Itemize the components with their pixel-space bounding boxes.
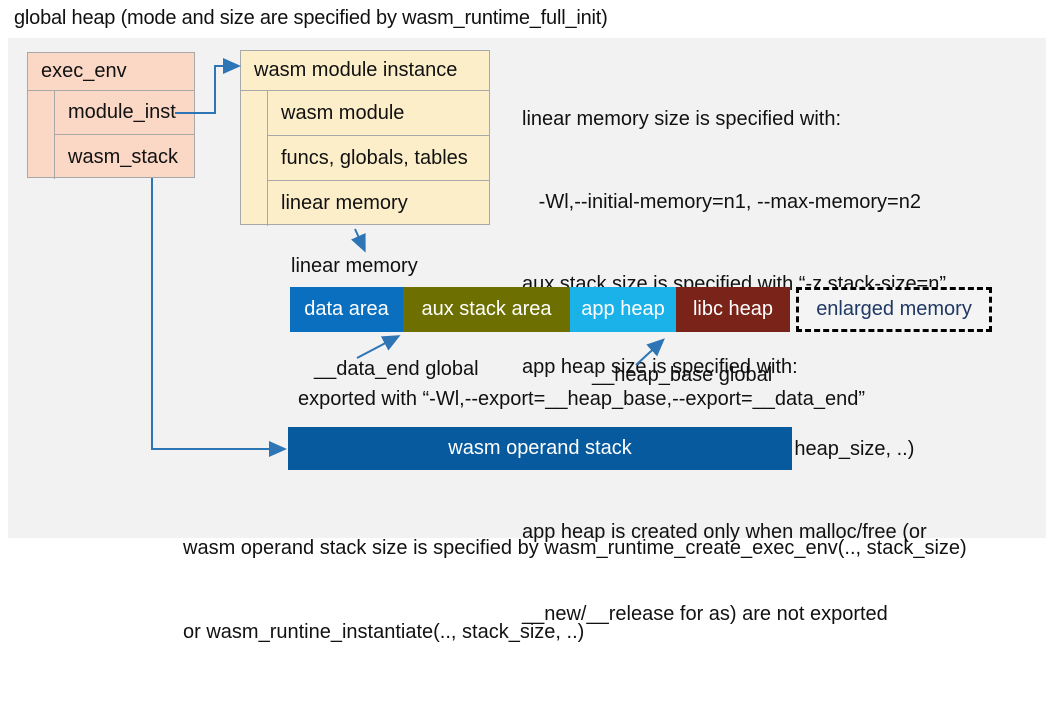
module-instance-box: wasm module instance wasm module funcs, …: [240, 50, 490, 226]
page-title: global heap (mode and size are specified…: [14, 7, 608, 29]
exec-env-row-module-inst: module_inst: [55, 91, 194, 135]
operand-stack-notes: wasm operand stack size is specified by …: [183, 478, 967, 702]
module-instance-row-wasm-module: wasm module: [268, 91, 489, 136]
linear-memory-bar: data area aux stack area app heap libc h…: [290, 287, 992, 332]
linear-memory-label: linear memory: [291, 255, 418, 277]
segment-libc-heap: libc heap: [676, 287, 790, 332]
module-instance-row-funcs-globals-tables: funcs, globals, tables: [268, 136, 489, 181]
segment-data-area: data area: [290, 287, 403, 332]
note-line: -Wl,--initial-memory=n1, --max-memory=n2: [522, 190, 921, 213]
exec-env-rows: module_inst wasm_stack: [54, 91, 194, 179]
note-line: linear memory size is specified with:: [522, 108, 841, 130]
exec-env-box: exec_env module_inst wasm_stack: [27, 52, 195, 179]
module-instance-header: wasm module instance: [241, 51, 489, 91]
exec-env-header: exec_env: [28, 53, 194, 91]
export-note: exported with “-Wl,--export=__heap_base,…: [298, 388, 865, 410]
note-line: app heap is created only when malloc/fre…: [522, 520, 927, 543]
enlarged-memory-box: enlarged memory: [796, 287, 992, 332]
heap-base-global-label: __heap_base global: [592, 364, 773, 386]
diagram-panel: exec_env module_inst wasm_stack wasm mod…: [8, 38, 1046, 643]
note-line: app heap size is specified with:: [522, 355, 798, 378]
module-instance-rows: wasm module funcs, globals, tables linea…: [267, 91, 489, 226]
arrow-data-end-to-boundary: [356, 335, 401, 359]
exec-env-row-wasm-stack: wasm_stack: [68, 145, 179, 168]
data-end-global-label: __data_end global: [314, 358, 479, 380]
module-instance-row-linear-memory: linear memory: [281, 192, 408, 214]
arrow-linear-memory-row-to-bar-label: [350, 228, 366, 253]
segment-aux-stack-area: aux stack area: [403, 287, 570, 332]
segment-app-heap: app heap: [570, 287, 676, 332]
note-line: or wasm_runtine_instantiate(.., stack_si…: [183, 621, 585, 643]
note-line: wasm operand stack size is specified by …: [183, 537, 967, 559]
wasm-operand-stack-bar: wasm operand stack: [288, 427, 792, 470]
